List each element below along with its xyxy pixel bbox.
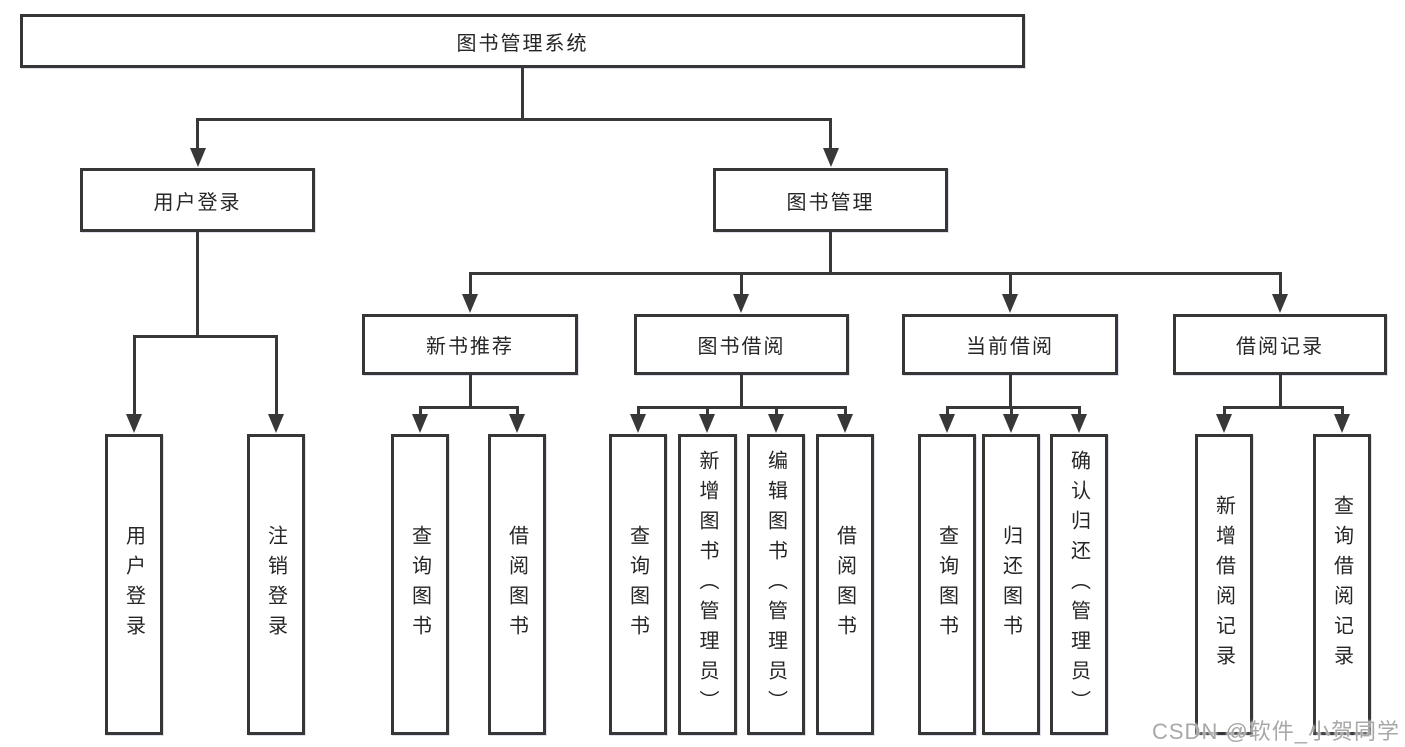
connector-vline	[1279, 272, 1282, 296]
connector-vline	[829, 232, 832, 275]
leaf-label: 编辑图书（管理员）	[764, 449, 787, 720]
arrow-down-icon	[733, 294, 749, 313]
leaf-borrow-books-1: 借阅图书	[488, 434, 546, 735]
connector-vline	[516, 406, 519, 416]
leaf-label: 注销登录	[264, 524, 287, 645]
arrow-down-icon	[268, 414, 284, 433]
connector-vline	[419, 406, 422, 416]
connector-hline	[133, 335, 278, 338]
connector-vline	[521, 67, 524, 120]
arrow-down-icon	[462, 294, 478, 313]
connector-vline	[1341, 406, 1344, 416]
leaf-label: 新增图书（管理员）	[696, 449, 718, 720]
arrow-down-icon	[1216, 414, 1232, 433]
arrow-down-icon	[837, 414, 853, 433]
leaf-add-books-admin: 新增图书（管理员）	[678, 434, 737, 735]
leaf-label: 用户登录	[122, 524, 145, 645]
node-new-book-recommend: 新书推荐	[362, 314, 578, 375]
node-label: 当前借阅	[966, 336, 1054, 358]
leaf-borrow-books-2: 借阅图书	[816, 434, 874, 735]
connector-vline	[706, 406, 709, 416]
connector-vline	[740, 272, 743, 296]
leaf-label: 确认归还（管理员）	[1067, 449, 1090, 720]
leaf-query-borrow-record: 查询借阅记录	[1313, 434, 1371, 735]
connector-vline	[1009, 375, 1012, 408]
arrow-down-icon	[630, 414, 646, 433]
arrow-down-icon	[1272, 294, 1288, 313]
arrow-down-icon	[1003, 414, 1019, 433]
connector-vline	[829, 118, 832, 150]
node-label: 借阅记录	[1236, 336, 1324, 358]
leaf-return-books: 归还图书	[982, 434, 1040, 735]
connector-vline	[946, 406, 949, 416]
arrow-down-icon	[768, 414, 784, 433]
leaf-label: 查询图书	[935, 524, 958, 645]
leaf-label: 查询图书	[408, 524, 431, 645]
node-current-borrowing: 当前借阅	[902, 314, 1118, 375]
node-borrowing-records: 借阅记录	[1173, 314, 1387, 375]
node-user-login: 用户登录	[80, 168, 315, 232]
connector-vline	[1009, 272, 1012, 296]
node-label: 新书推荐	[426, 336, 514, 358]
connector-hline	[469, 272, 1281, 275]
connector-vline	[1010, 406, 1013, 416]
csdn-watermark: CSDN @软件_小贺同学	[1152, 719, 1401, 744]
leaf-label: 借阅图书	[833, 524, 856, 645]
node-book-borrowing: 图书借阅	[634, 314, 849, 375]
arrow-down-icon	[412, 414, 428, 433]
connector-vline	[469, 272, 472, 296]
connector-vline	[1223, 406, 1226, 416]
connector-hline	[196, 118, 832, 121]
leaf-label: 查询借阅记录	[1330, 494, 1353, 675]
arrow-down-icon	[1071, 414, 1087, 433]
leaf-query-books-2: 查询图书	[609, 434, 667, 735]
connector-vline	[1078, 406, 1081, 416]
connector-vline	[196, 232, 199, 337]
leaf-edit-books-admin: 编辑图书（管理员）	[747, 434, 805, 735]
node-book-management: 图书管理	[713, 168, 948, 232]
connector-vline	[775, 406, 778, 416]
arrow-down-icon	[699, 414, 715, 433]
leaf-label: 归还图书	[999, 524, 1022, 645]
connector-vline	[637, 406, 640, 416]
arrow-down-icon	[126, 414, 142, 433]
connector-vline	[196, 118, 199, 150]
arrow-down-icon	[509, 414, 525, 433]
connector-vline	[1279, 375, 1282, 408]
node-label: 图书管理系统	[456, 32, 589, 55]
leaf-query-books-1: 查询图书	[391, 434, 449, 735]
leaf-query-books-3: 查询图书	[918, 434, 976, 735]
leaf-label: 查询图书	[626, 524, 649, 645]
connector-hline	[1223, 406, 1343, 409]
node-label: 图书借阅	[697, 336, 786, 358]
node-label: 图书管理	[786, 191, 875, 214]
arrow-down-icon	[1334, 414, 1350, 433]
arrow-down-icon	[1002, 294, 1018, 313]
connector-vline	[740, 375, 743, 408]
node-label: 用户登录	[153, 191, 242, 214]
connector-vline	[275, 335, 278, 415]
leaf-confirm-return-admin: 确认归还（管理员）	[1050, 434, 1108, 735]
leaf-user-login: 用户登录	[105, 434, 163, 735]
connector-hline	[637, 406, 847, 409]
arrow-down-icon	[823, 148, 839, 167]
leaf-add-borrow-record: 新增借阅记录	[1195, 434, 1253, 735]
connector-vline	[844, 406, 847, 416]
leaf-label: 借阅图书	[505, 524, 528, 645]
connector-hline	[419, 406, 519, 409]
connector-vline	[469, 375, 472, 408]
connector-hline	[946, 406, 1081, 409]
node-library-management-system: 图书管理系统	[20, 14, 1025, 68]
leaf-logout: 注销登录	[247, 434, 305, 735]
arrow-down-icon	[939, 414, 955, 433]
connector-vline	[133, 335, 136, 415]
arrow-down-icon	[190, 148, 206, 167]
leaf-label: 新增借阅记录	[1212, 494, 1235, 675]
